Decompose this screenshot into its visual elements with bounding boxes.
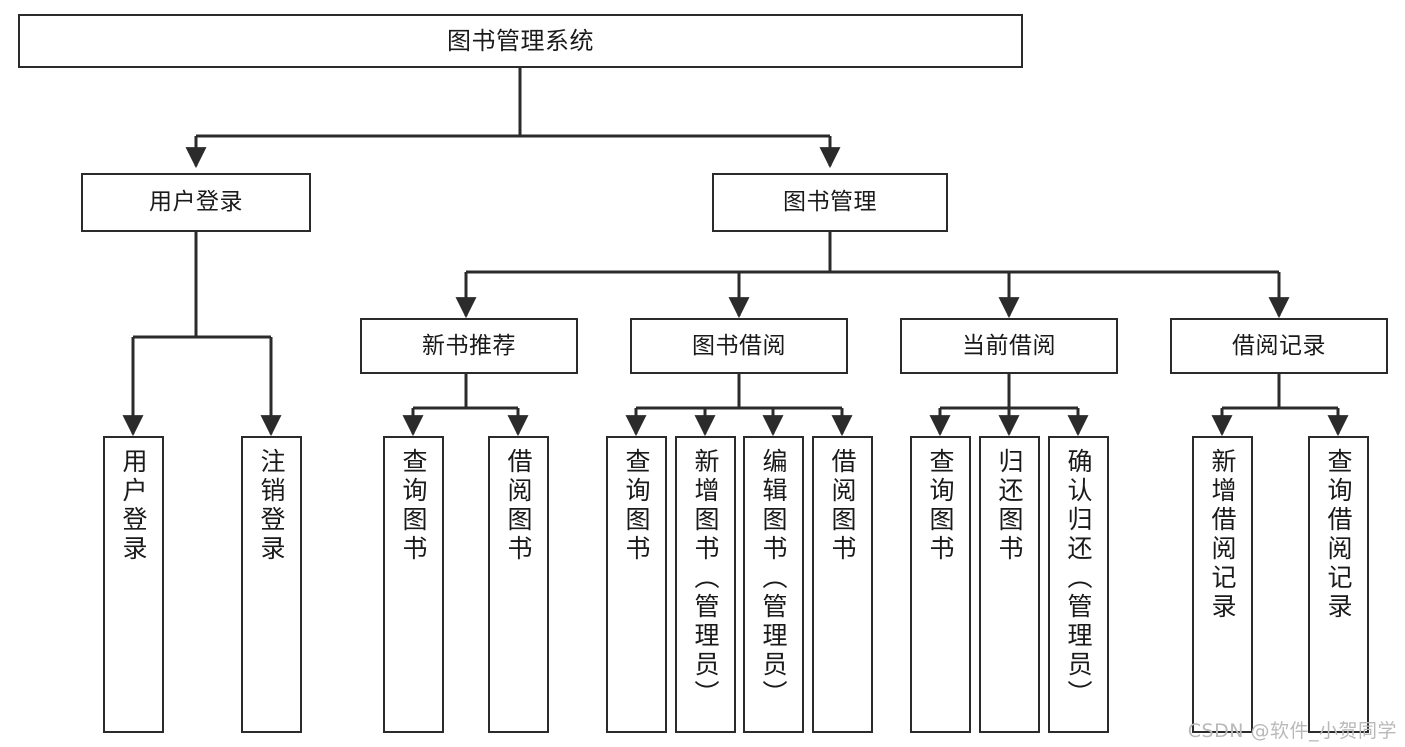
node-new-book-recommend[interactable]: 新书推荐	[360, 318, 578, 374]
node-new-book-recommend-label: 新书推荐	[422, 332, 516, 359]
csdn-watermark: CSDN @软件_小贺同学	[1187, 720, 1397, 742]
leaf-records-query-record-label: 查询借阅记录	[1324, 448, 1353, 622]
leaf-current-return-book-label: 归还图书	[995, 448, 1024, 564]
leaf-borrow-edit-book-admin-label: 编辑图书（管理员）	[759, 448, 788, 709]
leaf-borrow-borrow-book[interactable]: 借阅图书	[812, 436, 873, 733]
node-book-borrow[interactable]: 图书借阅	[630, 318, 848, 374]
leaf-newbook-query-book[interactable]: 查询图书	[383, 436, 444, 733]
leaf-current-query-book[interactable]: 查询图书	[910, 436, 971, 733]
node-book-borrow-label: 图书借阅	[692, 332, 786, 359]
leaf-user-login-label: 用户登录	[119, 448, 148, 564]
leaf-logout-label: 注销登录	[257, 448, 286, 564]
node-book-management[interactable]: 图书管理	[712, 173, 948, 232]
leaf-records-query-record[interactable]: 查询借阅记录	[1308, 436, 1369, 733]
leaf-borrow-query-book[interactable]: 查询图书	[606, 436, 667, 733]
leaf-current-query-book-label: 查询图书	[926, 448, 955, 564]
node-borrow-records-label: 借阅记录	[1232, 332, 1326, 359]
node-borrow-records[interactable]: 借阅记录	[1170, 318, 1388, 374]
leaf-newbook-query-book-label: 查询图书	[399, 448, 428, 564]
leaf-borrow-query-book-label: 查询图书	[622, 448, 651, 564]
node-book-management-label: 图书管理	[783, 189, 877, 216]
leaf-borrow-edit-book-admin[interactable]: 编辑图书（管理员）	[743, 436, 804, 733]
node-root-label: 图书管理系统	[447, 26, 594, 55]
leaf-user-login[interactable]: 用户登录	[103, 436, 164, 733]
leaf-borrow-add-book-admin[interactable]: 新增图书（管理员）	[675, 436, 736, 733]
leaf-borrow-borrow-book-label: 借阅图书	[828, 448, 857, 564]
leaf-current-confirm-return-admin[interactable]: 确认归还（管理员）	[1048, 436, 1109, 733]
node-current-borrow-label: 当前借阅	[962, 332, 1056, 359]
leaf-logout[interactable]: 注销登录	[241, 436, 302, 733]
leaf-current-return-book[interactable]: 归还图书	[979, 436, 1040, 733]
leaf-newbook-borrow-book-label: 借阅图书	[504, 448, 533, 564]
node-root[interactable]: 图书管理系统	[18, 14, 1023, 68]
leaf-newbook-borrow-book[interactable]: 借阅图书	[488, 436, 549, 733]
leaf-records-add-record[interactable]: 新增借阅记录	[1192, 436, 1253, 733]
leaf-borrow-add-book-admin-label: 新增图书（管理员）	[691, 448, 720, 709]
node-user-login-label: 用户登录	[149, 189, 243, 216]
node-user-login[interactable]: 用户登录	[81, 173, 311, 232]
leaf-current-confirm-return-admin-label: 确认归还（管理员）	[1064, 448, 1093, 709]
leaf-records-add-record-label: 新增借阅记录	[1208, 448, 1237, 622]
node-current-borrow[interactable]: 当前借阅	[900, 318, 1118, 374]
